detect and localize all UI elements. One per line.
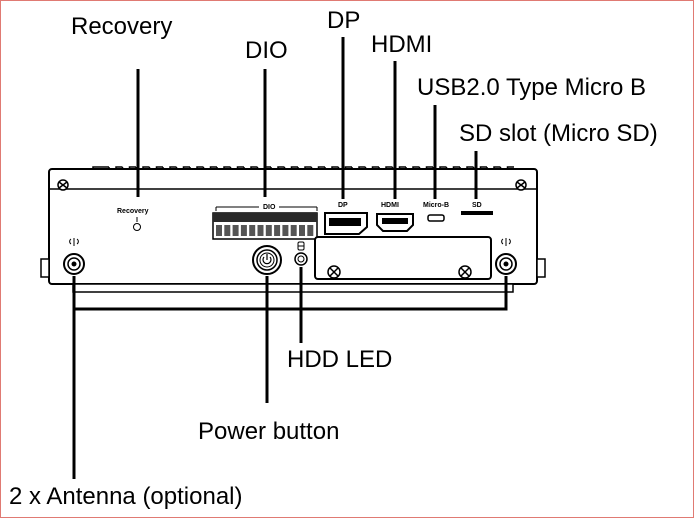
recovery-panel-label: Recovery (117, 208, 149, 215)
sd-panel-label: SD (472, 202, 482, 209)
antenna-icon (501, 238, 511, 246)
corner-screw (57, 179, 69, 191)
expansion-cover (314, 236, 492, 280)
micro-b-panel-label: Micro-B (423, 202, 449, 209)
hdmi-panel-label: HDMI (381, 202, 399, 209)
callout-dio: DIO (245, 37, 288, 64)
dio-pin (257, 225, 264, 236)
dio-pin (307, 225, 314, 236)
dio-pin (224, 225, 231, 236)
callout-hdmi: HDMI (371, 31, 433, 58)
dio-connector (212, 212, 318, 240)
dio-pin (274, 225, 281, 236)
dio-pin (249, 225, 256, 236)
side-mount-right (536, 258, 546, 278)
side-mount-left (40, 258, 50, 278)
dio-pin (232, 225, 239, 236)
callout-dp: DP (327, 7, 361, 34)
cover-screw (458, 265, 472, 279)
hdd-led-icon (297, 241, 305, 251)
leader-antenna (72, 276, 508, 311)
power-icon (262, 254, 272, 265)
corner-screw (515, 179, 527, 191)
cover-screw (327, 265, 341, 279)
dio-panel-label: DIO (263, 204, 276, 211)
leader-lines (72, 37, 508, 479)
callout-hdd-led: HDD LED (287, 346, 393, 373)
dio-pin (282, 225, 289, 236)
usb-micro-b-port[interactable] (427, 214, 445, 222)
antenna-icon (69, 238, 79, 246)
antenna-connector-left[interactable] (63, 253, 85, 275)
callout-power: Power button (198, 418, 340, 445)
dio-pin (290, 225, 297, 236)
bottom-rail (72, 283, 514, 293)
callout-usb: USB2.0 Type Micro B (417, 74, 646, 101)
callout-sd: SD slot (Micro SD) (459, 120, 658, 147)
dio-pin (265, 225, 272, 236)
callout-recovery: Recovery (71, 13, 173, 40)
callout-antenna: 2 x Antenna (optional) (9, 483, 243, 510)
dp-panel-label: DP (338, 202, 348, 209)
dio-pin (299, 225, 305, 236)
antenna-connector-right[interactable] (495, 253, 517, 275)
recovery-button[interactable] (133, 223, 141, 231)
dio-pin (216, 225, 222, 236)
sd-card-slot[interactable] (461, 211, 493, 215)
dio-pin (240, 225, 247, 236)
